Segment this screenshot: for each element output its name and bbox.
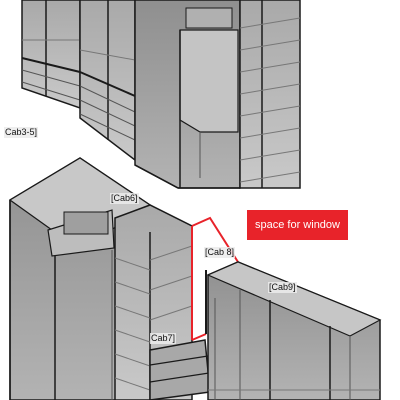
label-cab9: [Cab9] xyxy=(268,282,297,293)
shelf-tower-cab7 xyxy=(114,204,211,400)
upper-cabinet-group xyxy=(21,0,301,189)
shelf-tower-cab5 xyxy=(239,0,301,189)
label-cab8: [Cab 8] xyxy=(204,247,236,258)
label-cab3-5: Cab3-5] xyxy=(4,127,39,138)
wardrobe-cab1 xyxy=(21,0,81,110)
wardrobe-cab2 xyxy=(79,0,136,162)
window-space-callout: space for window xyxy=(247,210,348,240)
corner-unit-cab3-4 xyxy=(134,0,241,189)
cabinet-run-cab8-9 xyxy=(206,261,382,400)
label-cab7: Cab7] xyxy=(150,333,177,344)
lower-cabinet-group xyxy=(8,157,382,400)
label-cab6: [Cab6] xyxy=(110,193,139,204)
